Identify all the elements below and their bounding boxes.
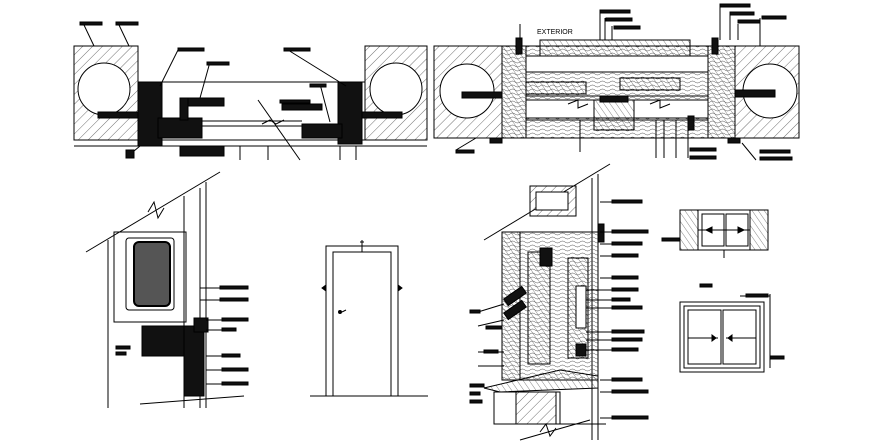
window-elevation: [679, 283, 785, 373]
plan-section-left: [73, 21, 428, 161]
glass-panel: [133, 241, 171, 307]
window-frame: [679, 301, 765, 373]
window-plan-small: [661, 209, 769, 258]
insulation-circle-right: [369, 62, 423, 116]
door-leaf: [332, 251, 392, 397]
glass-box-outer: [113, 231, 187, 323]
door-handle-icon: [338, 310, 342, 314]
door-elevation: [310, 240, 428, 397]
insulation-circle-left: [77, 62, 131, 116]
plan-section-right: [433, 3, 800, 161]
vertical-section-left: [85, 171, 249, 408]
exterior-label: EXTERIOR: [537, 29, 573, 36]
door-frame: [325, 245, 399, 397]
vertical-section-right: [469, 163, 649, 441]
frame-profile-right: [337, 81, 363, 145]
